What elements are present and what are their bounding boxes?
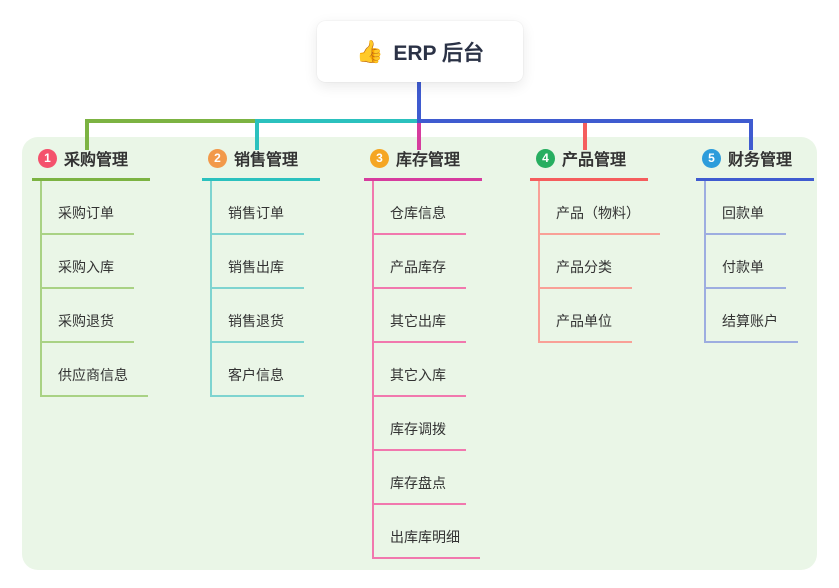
child-node[interactable]: 客户信息 xyxy=(212,343,320,397)
root-node-label: ERP 后台 xyxy=(393,41,485,65)
branch-number-badge: 4 xyxy=(536,148,555,168)
child-node-label: 销售订单 xyxy=(212,203,304,235)
branch-node-label: 库存管理 xyxy=(396,152,461,169)
child-node-label: 产品（物料） xyxy=(540,203,660,235)
branch-node-1[interactable]: 1 采购管理 xyxy=(32,146,150,181)
branch-number-badge: 1 xyxy=(38,148,57,168)
child-node-label: 库存盘点 xyxy=(374,473,466,505)
branch-4: 4 产品管理产品（物料） 产品分类产品单位 xyxy=(530,146,660,343)
child-node-label: 结算账户 xyxy=(706,311,798,343)
child-node[interactable]: 回款单 xyxy=(706,181,814,235)
branch-1: 1 采购管理采购订单采购入库采购退货供应商信息 xyxy=(32,146,150,397)
child-node[interactable]: 产品库存 xyxy=(374,235,482,289)
root-node-erp[interactable]: 👍 ERP 后台 xyxy=(317,21,523,82)
child-node-label: 出库库明细 xyxy=(374,527,480,559)
branch-children: 产品（物料） 产品分类产品单位 xyxy=(538,181,660,343)
child-node[interactable]: 销售订单 xyxy=(212,181,320,235)
branch-number-badge: 3 xyxy=(370,148,389,168)
child-node[interactable]: 采购订单 xyxy=(42,181,150,235)
child-node[interactable]: 采购退货 xyxy=(42,289,150,343)
child-node-label: 销售退货 xyxy=(212,311,304,343)
child-node-label: 产品分类 xyxy=(540,257,632,289)
child-node[interactable]: 产品（物料） xyxy=(540,181,660,235)
child-node[interactable]: 结算账户 xyxy=(706,289,814,343)
child-node[interactable]: 供应商信息 xyxy=(42,343,150,397)
branch-node-label: 产品管理 xyxy=(562,152,627,169)
branch-children: 回款单付款单结算账户 xyxy=(704,181,814,343)
branch-children: 采购订单采购入库采购退货供应商信息 xyxy=(40,181,150,397)
child-node[interactable]: 产品分类 xyxy=(540,235,660,289)
branch-node-label: 采购管理 xyxy=(64,152,129,169)
child-node[interactable]: 产品单位 xyxy=(540,289,660,343)
child-node-label: 仓库信息 xyxy=(374,203,466,235)
child-node-label: 客户信息 xyxy=(212,365,304,397)
child-node-label: 销售出库 xyxy=(212,257,304,289)
child-node-label: 产品库存 xyxy=(374,257,466,289)
child-node-label: 采购订单 xyxy=(42,203,134,235)
branch-node-5[interactable]: 5 财务管理 xyxy=(696,146,814,181)
branch-node-2[interactable]: 2 销售管理 xyxy=(202,146,320,181)
branch-number-badge: 2 xyxy=(208,148,227,168)
child-node-label: 采购入库 xyxy=(42,257,134,289)
branch-3: 3 库存管理仓库信息产品库存其它出库其它入库库存调拨库存盘点出库库明细 xyxy=(364,146,482,559)
child-node-label: 其它入库 xyxy=(374,365,466,397)
child-node[interactable]: 其它出库 xyxy=(374,289,482,343)
child-node-label: 回款单 xyxy=(706,203,786,235)
branch-node-4[interactable]: 4 产品管理 xyxy=(530,146,648,181)
branch-node-label: 财务管理 xyxy=(728,152,793,169)
mindmap-board xyxy=(22,137,817,570)
child-node-label: 库存调拨 xyxy=(374,419,466,451)
branch-children: 销售订单销售出库销售退货客户信息 xyxy=(210,181,320,397)
thumbs-up-icon: 👍 xyxy=(355,38,384,64)
child-node-label: 供应商信息 xyxy=(42,365,148,397)
branch-node-3[interactable]: 3 库存管理 xyxy=(364,146,482,181)
child-node-label: 其它出库 xyxy=(374,311,466,343)
child-node-label: 产品单位 xyxy=(540,311,632,343)
branch-number-badge: 5 xyxy=(702,148,721,168)
child-node[interactable]: 其它入库 xyxy=(374,343,482,397)
branch-children: 仓库信息产品库存其它出库其它入库库存调拨库存盘点出库库明细 xyxy=(372,181,482,559)
branch-2: 2 销售管理销售订单销售出库销售退货客户信息 xyxy=(202,146,320,397)
child-node[interactable]: 付款单 xyxy=(706,235,814,289)
child-node-label: 采购退货 xyxy=(42,311,134,343)
child-node[interactable]: 销售出库 xyxy=(212,235,320,289)
branch-5: 5 财务管理回款单付款单结算账户 xyxy=(696,146,814,343)
child-node[interactable]: 销售退货 xyxy=(212,289,320,343)
child-node[interactable]: 库存调拨 xyxy=(374,397,482,451)
branch-node-label: 销售管理 xyxy=(234,152,299,169)
child-node[interactable]: 采购入库 xyxy=(42,235,150,289)
child-node[interactable]: 出库库明细 xyxy=(374,505,482,559)
child-node[interactable]: 库存盘点 xyxy=(374,451,482,505)
child-node[interactable]: 仓库信息 xyxy=(374,181,482,235)
child-node-label: 付款单 xyxy=(706,257,786,289)
